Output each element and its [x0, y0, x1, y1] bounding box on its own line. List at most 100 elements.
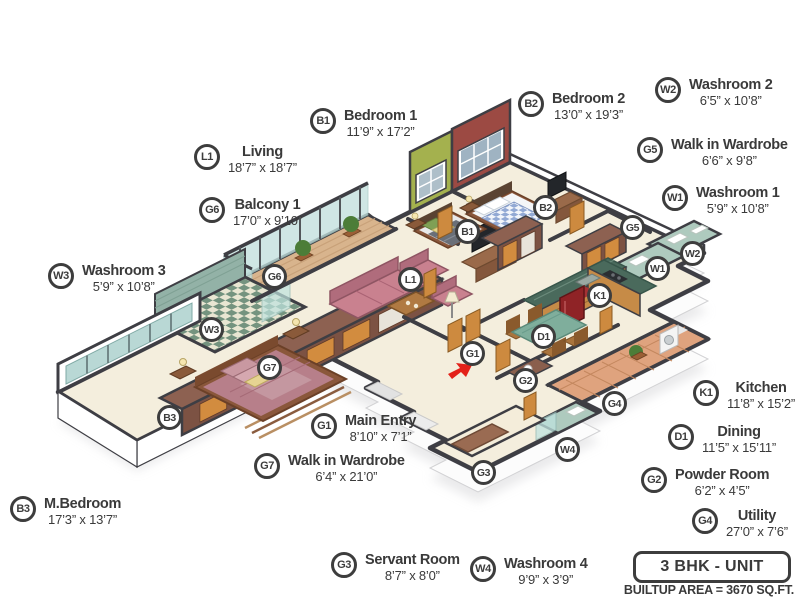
utility-badge: G4 — [692, 508, 718, 534]
servant-room-badge: G3 — [331, 552, 357, 578]
washroom2-badge: W2 — [655, 77, 681, 103]
dining-badge: D1 — [668, 424, 694, 450]
utility-name: Utility — [737, 508, 777, 524]
master-bedroom-dims: 17’3” x 13’7” — [48, 512, 117, 527]
utility-area — [544, 320, 712, 404]
plan-badge-g1: G1 — [460, 341, 485, 366]
plan-badge-k1: K1 — [587, 283, 612, 308]
wardrobe-g5-dims: 6’6” x 9’8” — [701, 153, 757, 168]
living-badge: L1 — [194, 144, 220, 170]
powder-room-badge: G2 — [641, 467, 667, 493]
powder-room-name: Powder Room — [675, 467, 770, 483]
plan-badge-g3: G3 — [471, 460, 496, 485]
washroom3-dims: 5’9” x 10’8” — [92, 279, 155, 294]
plan-badge-g4: G4 — [602, 391, 627, 416]
entry-arrow-icon — [448, 363, 472, 379]
room-label-washroom4: W4 Washroom 4 9’9” x 3’9” — [470, 556, 588, 587]
plan-badge-d1: D1 — [531, 324, 556, 349]
room-label-walkin-wardrobe-g7: G7 Walk in Wardrobe 6’4” x 21’0” — [254, 453, 405, 484]
wardrobe-g7-name: Walk in Wardrobe — [288, 453, 405, 469]
plan-badge-w3: W3 — [199, 317, 224, 342]
room-label-dining: D1 Dining 11’5” x 15’11” — [668, 424, 776, 455]
bedroom2-maroon-wall — [450, 97, 512, 194]
unit-type-box: 3 BHK - UNIT — [633, 551, 791, 583]
room-label-powder-room: G2 Powder Room 6’2” x 4’5” — [641, 467, 769, 498]
wardrobe-g5-cabinets — [564, 223, 628, 276]
servant-room-area — [441, 404, 547, 458]
entry-steps — [364, 381, 440, 431]
room-label-washroom1: W1 Washroom 1 5’9” x 10’8” — [662, 185, 780, 216]
plan-badge-g6: G6 — [262, 264, 287, 289]
washroom4-name: Washroom 4 — [504, 556, 588, 572]
plan-badge-g7: G7 — [257, 355, 282, 380]
room-label-bedroom1: B1 Bedroom 1 11’9” x 17’2” — [310, 108, 417, 139]
room-label-walkin-wardrobe-g5: G5 Walk in Wardrobe 6’6” x 9’8” — [637, 137, 788, 168]
main-entry-dims: 8’10” x 7’1” — [349, 429, 412, 444]
kitchen-name: Kitchen — [735, 380, 787, 396]
washroom2-dims: 6’5” x 10’8” — [699, 93, 762, 108]
master-bedroom-badge: B3 — [10, 496, 36, 522]
main-entry-name: Main Entry — [345, 413, 417, 429]
dining-name: Dining — [717, 424, 761, 440]
balcony1-name: Balcony 1 — [234, 197, 301, 213]
room-label-kitchen: K1 Kitchen 11’8” x 15’2” — [693, 380, 795, 411]
powder-room-dims: 6’2” x 4’5” — [694, 483, 750, 498]
builtup-area-text: BUILTUP AREA = 3670 SQ.FT. — [623, 583, 795, 597]
room-label-bedroom2: B2 Bedroom 2 13’0” x 19’3” — [518, 91, 625, 122]
servant-room-dims: 8’7” x 8’0” — [384, 568, 440, 583]
wardrobe-g7-dims: 6’4” x 21’0” — [315, 469, 378, 484]
washroom1-badge: W1 — [662, 185, 688, 211]
plan-badge-l1: L1 — [398, 267, 423, 292]
dining-dims: 11’5” x 15’11” — [702, 440, 777, 455]
plan-badge-b3: B3 — [157, 405, 182, 430]
room-label-living: L1 Living 18’7” x 18’7” — [194, 144, 297, 175]
bedroom1-green-wall — [408, 128, 454, 215]
room-label-master-bedroom: B3 M.Bedroom 17’3” x 13’7” — [10, 496, 121, 527]
plan-badge-g2: G2 — [513, 368, 538, 393]
master-bedroom-name: M.Bedroom — [44, 496, 122, 512]
living-dims: 18’7” x 18’7” — [228, 160, 297, 175]
room-label-utility: G4 Utility 27’0” x 7’6” — [692, 508, 788, 539]
washroom3-name: Washroom 3 — [82, 263, 166, 279]
bedroom2-badge: B2 — [518, 91, 544, 117]
wardrobe-g7-badge: G7 — [254, 453, 280, 479]
plan-badge-w2: W2 — [680, 241, 705, 266]
room-label-washroom2: W2 Washroom 2 6’5” x 10’8” — [655, 77, 773, 108]
bedroom1-badge: B1 — [310, 108, 336, 134]
washroom1-dims: 5’9” x 10’8” — [706, 201, 769, 216]
kitchen-badge: K1 — [693, 380, 719, 406]
wardrobe-g5-name: Walk in Wardrobe — [671, 137, 788, 153]
washroom2-name: Washroom 2 — [689, 77, 773, 93]
bedroom2-bed — [458, 171, 584, 272]
servant-room-name: Servant Room — [365, 552, 460, 568]
washroom4-badge: W4 — [470, 556, 496, 582]
room-label-balcony1: G6 Balcony 1 17’0” x 9’10” — [199, 197, 302, 228]
bedroom2-dims: 13’0” x 19’3” — [554, 107, 623, 122]
wardrobe-g5-badge: G5 — [637, 137, 663, 163]
bedroom1-name: Bedroom 1 — [344, 108, 418, 124]
washroom4-dims: 9’9” x 3’9” — [518, 572, 574, 587]
room-label-servant-room: G3 Servant Room 8’7” x 8’0” — [331, 552, 460, 583]
balcony1-dims: 17’0” x 9’10” — [233, 213, 302, 228]
washroom4-area — [533, 400, 601, 441]
plan-badge-g5: G5 — [620, 215, 645, 240]
plan-badge-b2: B2 — [533, 195, 558, 220]
room-label-main-entry: G1 Main Entry 8’10” x 7’1” — [311, 413, 416, 444]
balcony1-badge: G6 — [199, 197, 225, 223]
plan-badge-w1: W1 — [645, 256, 670, 281]
wood-doors — [423, 200, 613, 421]
room-label-washroom3: W3 Washroom 3 5’9” x 10’8” — [48, 263, 166, 294]
kitchen-dims: 11’8” x 15’2” — [727, 396, 795, 411]
washroom1-name: Washroom 1 — [696, 185, 780, 201]
dining-area — [504, 303, 590, 358]
plan-badge-b1: B1 — [455, 219, 480, 244]
utility-dims: 27’0” x 7’6” — [726, 524, 788, 539]
main-entry-badge: G1 — [311, 413, 337, 439]
bedroom2-name: Bedroom 2 — [552, 91, 626, 107]
plan-badge-w4: W4 — [555, 437, 580, 462]
living-name: Living — [242, 144, 283, 160]
bedroom1-dims: 11’9” x 17’2” — [346, 124, 415, 139]
washroom3-badge: W3 — [48, 263, 74, 289]
